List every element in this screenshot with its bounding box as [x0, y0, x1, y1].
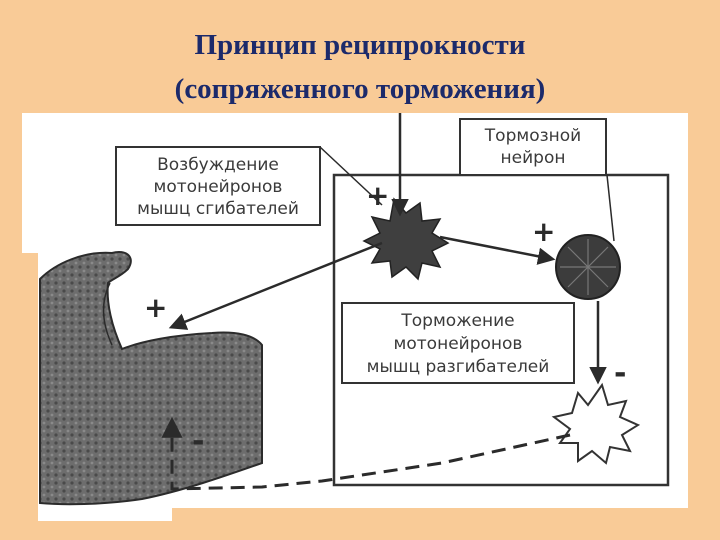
reciprocal-inhibition-diagram: Тормозной нейрон Возбуждение мотонейроно… — [22, 113, 688, 521]
inhibitory-neuron-label: Тормозной нейрон — [459, 118, 607, 176]
excitation-label-pointer — [319, 146, 383, 206]
extensor-inhibition-label-line-1: Торможение — [400, 311, 514, 331]
minus-sign-extensor-input: - — [614, 356, 626, 391]
inhibitory-neuron-rays — [560, 239, 616, 295]
arm-contour-line — [102, 282, 113, 346]
inhibitory-label-pointer — [606, 174, 615, 242]
flexor-efferent-arrow — [168, 241, 383, 330]
extensor-motoneuron-icon — [551, 382, 641, 465]
plus-sign-afferent: + — [366, 179, 389, 212]
flexed-arm-icon — [39, 251, 263, 506]
to-inhibitory-neuron-arrow — [439, 235, 556, 265]
inhibitory-neuron-label-line-1: Тормозной — [484, 126, 581, 146]
inhibitory-neuron-label-line-2: нейрон — [501, 148, 566, 168]
flexor-excitation-label-line-1: Возбуждение — [157, 155, 279, 175]
extensor-inhibition-label: Торможение мотонейронов мышц разгибателе… — [341, 302, 575, 384]
flexor-excitation-label-line-2: мотонейронов — [154, 177, 283, 197]
minus-sign-extensor-muscle: - — [192, 424, 204, 459]
figure-bottom-right-notch — [172, 508, 688, 521]
plus-sign-flexor: + — [144, 291, 167, 324]
plus-sign-inhibitory-input: + — [532, 215, 555, 248]
figure-bottom-left-notch — [22, 253, 38, 521]
extensor-inhibition-label-line-2: мотонейронов — [394, 334, 523, 354]
extensor-inhibition-label-line-3: мышц разгибателей — [367, 357, 550, 377]
slide-title-line-1: Принцип реципрокности — [194, 29, 526, 61]
excitatory-interneuron-icon — [362, 197, 450, 281]
flexor-excitation-label: Возбуждение мотонейронов мышц сгибателей — [115, 146, 321, 226]
slide-title-line-2: (сопряженного торможения) — [174, 73, 546, 105]
flexor-excitation-label-line-3: мышц сгибателей — [137, 199, 299, 219]
